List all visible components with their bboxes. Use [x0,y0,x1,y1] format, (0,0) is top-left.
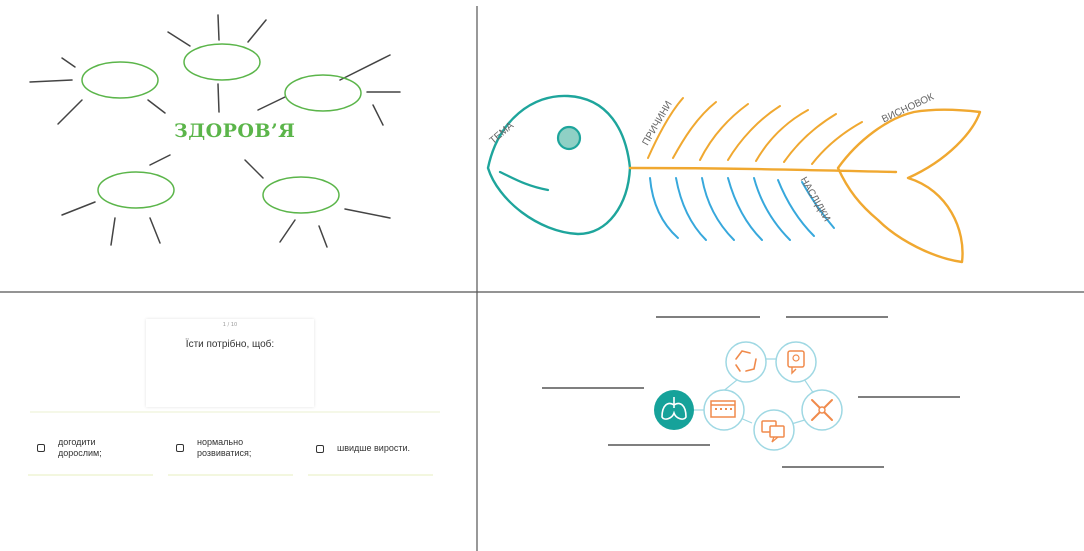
checkbox[interactable] [37,444,45,452]
mind-map-panel: ЗДОРОВ’Я [0,0,476,291]
checkbox[interactable] [176,444,184,452]
thought-icon [775,341,817,383]
cycle-panel [478,293,1084,551]
cycle-diagram [542,316,960,468]
answer-option-label: нормально розвиватися; [197,437,252,458]
question-counter: 1 / 10 [222,322,238,328]
recycle-icon [725,341,767,383]
answer-underline [28,474,153,476]
quiz-panel [0,293,476,551]
chat-icon [753,409,795,451]
fishbone-panel: ТЕМА ПРИЧИНИ НАСЛІДКИ ВИСНОВОК [478,0,1084,291]
quiz-divider [30,411,440,413]
mind-map-title: ЗДОРОВ’Я [174,120,296,142]
answer-option-1[interactable]: догодити дорослим; [37,437,147,459]
answer-option-label: швидше вирости. [337,443,410,453]
mind-map-diagram [29,14,401,248]
answer-underline [168,474,293,476]
cross-tools-icon [801,389,843,431]
answer-option-2[interactable]: нормально розвиватися; [176,437,296,459]
lungs-icon [654,390,694,430]
calendar-icon [703,389,745,431]
question-card: 1 / 10 Їсти потрібно, щоб: [146,319,314,407]
fishbone-diagram [486,94,982,264]
answer-underline [308,474,433,476]
answer-option-label: догодити дорослим; [58,437,102,458]
question-text: Їсти потрібно, щоб: [185,339,275,350]
checkbox[interactable] [316,444,324,453]
answer-option-3[interactable]: швидше вирости. [316,443,456,454]
